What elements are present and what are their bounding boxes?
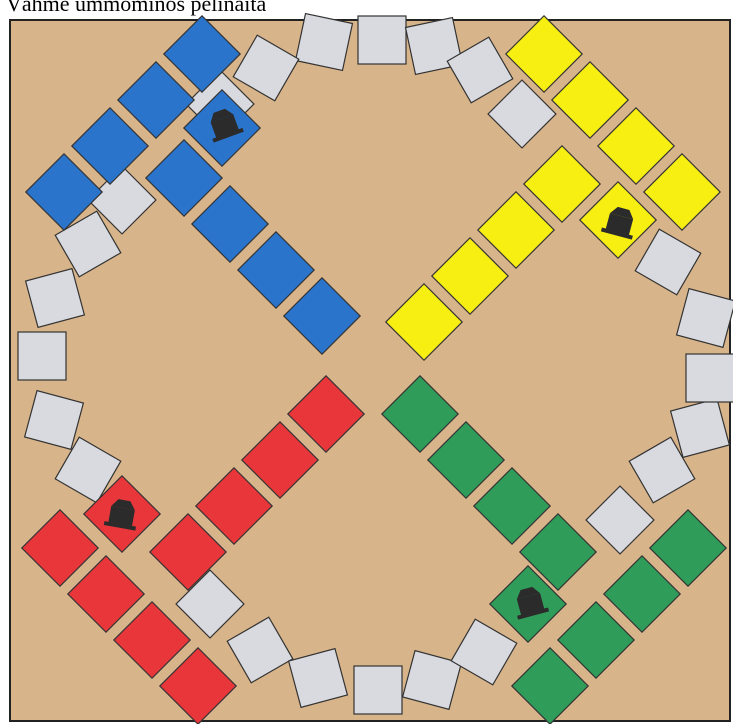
track-square[interactable] (296, 14, 353, 71)
track-square[interactable] (354, 666, 402, 714)
track-square[interactable] (686, 354, 733, 402)
track-square[interactable] (358, 16, 406, 64)
track-square[interactable] (18, 332, 66, 380)
